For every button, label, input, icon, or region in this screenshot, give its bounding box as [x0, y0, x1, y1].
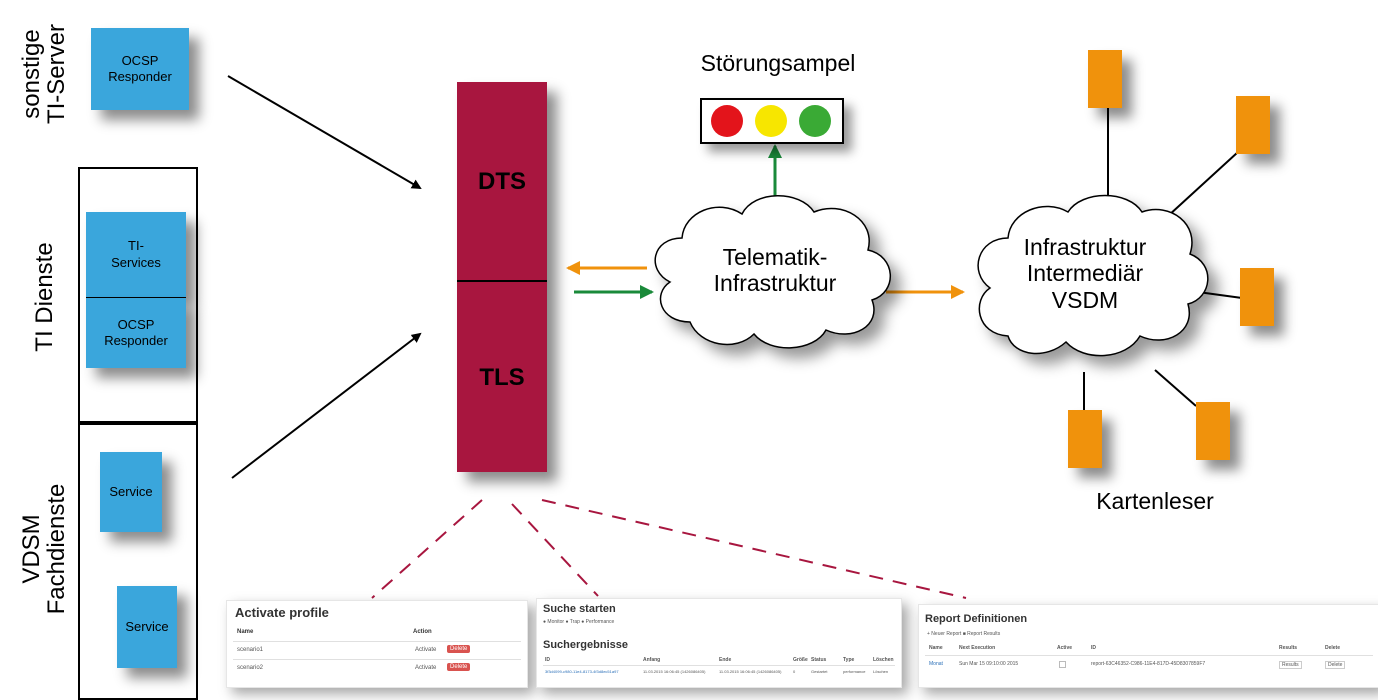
light-yellow — [755, 105, 787, 137]
activate-row2-delete[interactable]: Delete — [447, 663, 471, 671]
suche-col-groesse: Größe — [793, 657, 808, 663]
report-title: Report Definitionen — [925, 613, 1028, 625]
spoke-2 — [1167, 151, 1239, 217]
arrow-ocsp-to-dts — [227, 75, 422, 190]
suche-col-ende: Ende — [719, 657, 732, 663]
group-ti-dienste — [78, 167, 198, 425]
suche-col-status: Status — [811, 657, 827, 663]
cloud-telematik — [654, 195, 891, 349]
report-row-delete[interactable]: Delete — [1325, 661, 1346, 669]
suche-col-type: Type — [843, 657, 855, 663]
label-vdsm-fachdienste: VDSM Fachdienste — [18, 483, 71, 615]
suche-col-id: ID — [545, 657, 550, 663]
suche-row-type: performance — [843, 669, 866, 674]
report-row-name[interactable]: Monat — [929, 661, 943, 667]
divider-ti-dienste — [86, 297, 186, 298]
kartenleser-4 — [1196, 402, 1230, 460]
thumb-activate-profile: Activate profile Name Action scenario1 A… — [226, 600, 528, 688]
suche-title: Suche starten — [543, 603, 616, 615]
arrow-service-to-tls — [231, 332, 422, 479]
report-col-results: Results — [1279, 645, 1298, 651]
suche-row-groesse: 0 — [793, 669, 796, 674]
report-row-next: Sun Mar 15 09:10:00 2015 — [959, 661, 1019, 667]
report-buttons[interactable]: + Neuer Report ■ Report Results — [927, 631, 1001, 637]
report-col-active: Active — [1057, 645, 1073, 651]
ocsp-responder-mid: OCSP Responder — [86, 298, 186, 368]
activate-title: Activate profile — [235, 605, 329, 620]
suche-row-loeschen[interactable]: Löschen — [873, 669, 889, 674]
light-green — [799, 105, 831, 137]
suche-row-anfang: 11.03.2015 16:06:45 (1426086405) — [643, 669, 706, 674]
activate-row2-name: scenario2 — [237, 665, 264, 671]
thumb-suche-starten: Suche starten ● Monitor ● Trap ● Perform… — [536, 598, 902, 688]
report-col-id: ID — [1091, 645, 1096, 651]
suche-row-status: Gestartet — [811, 669, 828, 674]
label-sonstige-ti-server: sonstige TI-Server — [18, 24, 71, 125]
light-red — [711, 105, 743, 137]
suche-row-id[interactable]: 3f3d4099-c980-11e4-8173-4f3d8ec51a97 — [545, 669, 619, 674]
report-col-delete: Delete — [1325, 645, 1341, 651]
traffic-light — [700, 98, 844, 144]
label-ti-dienste: TI Dienste — [31, 242, 58, 352]
suche-col-anfang: Anfang — [643, 657, 661, 663]
ocsp-responder-top: OCSP Responder — [91, 28, 189, 110]
stoerungsampel-title: Störungsampel — [700, 50, 856, 76]
ti-services-box: TI- Services — [86, 212, 186, 297]
dashed-to-report — [541, 499, 967, 599]
dts-tls-divider — [457, 280, 547, 282]
report-col-next: Next Execution — [959, 645, 996, 651]
dashed-to-activate — [371, 499, 483, 599]
report-row-id: report-63C46352-C986-11E4-817D-45D830785… — [1091, 661, 1206, 667]
service-box-2: Service — [117, 586, 177, 668]
kartenleser-2 — [1236, 96, 1270, 154]
dts-tls-column — [457, 82, 547, 472]
thumb-report-definitionen: Report Definitionen + Neuer Report ■ Rep… — [918, 604, 1378, 688]
report-row-results[interactable]: Results — [1279, 661, 1302, 669]
spoke-4 — [1154, 369, 1197, 407]
activate-col-action: Action — [413, 629, 432, 635]
activate-row1-name: scenario1 — [237, 647, 264, 653]
kartenleser-label: Kartenleser — [1096, 488, 1214, 514]
report-col-name: Name — [929, 645, 943, 651]
dashed-to-suche — [511, 503, 599, 597]
activate-col-name: Name — [237, 629, 254, 635]
report-row-active-checkbox[interactable] — [1059, 661, 1066, 668]
activate-row1-delete[interactable]: Delete — [447, 645, 471, 653]
intermediaer-label: Infrastruktur Intermediär VSDM — [1023, 234, 1147, 313]
suche-subtitle: Suchergebnisse — [543, 639, 628, 651]
suche-filters[interactable]: ● Monitor ● Trap ● Performance — [543, 619, 615, 625]
activate-row1-activate[interactable]: Activate — [415, 647, 437, 653]
spoke-3 — [1197, 291, 1243, 299]
tls-label: TLS — [479, 364, 525, 391]
kartenleser-1 — [1088, 50, 1122, 108]
cloud-intermediaer — [977, 194, 1209, 357]
kartenleser-3 — [1240, 268, 1274, 326]
suche-row-ende: 11.03.2015 16:06:45 (1426086405) — [719, 669, 782, 674]
service-box-1: Service — [100, 452, 162, 532]
kartenleser-5 — [1068, 410, 1102, 468]
dts-label: DTS — [478, 168, 526, 195]
suche-col-loeschen: Löschen — [873, 657, 894, 663]
telematik-label: Telematik- Infrastruktur — [713, 244, 837, 297]
activate-row2-activate[interactable]: Activate — [415, 665, 437, 671]
